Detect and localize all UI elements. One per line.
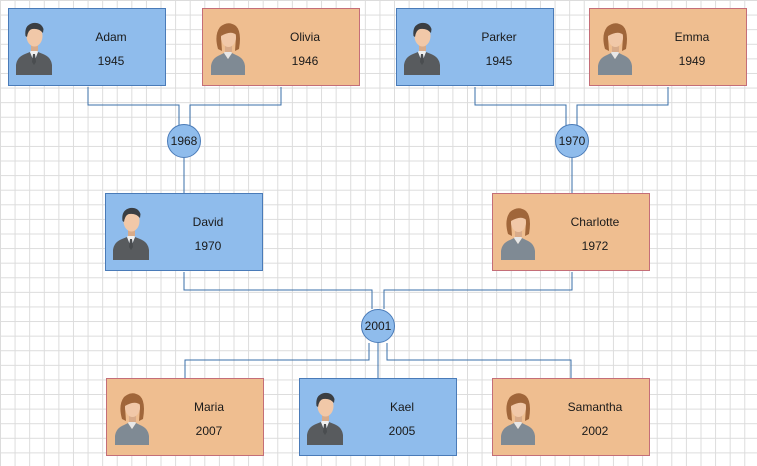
connector-emma-union-1970: [576, 87, 669, 126]
woman-avatar-icon: [501, 393, 535, 445]
person-name: Kael: [389, 400, 415, 414]
person-card-emma[interactable]: Emma 1949: [589, 8, 747, 86]
connector-olivia-union-1968: [189, 87, 282, 126]
woman-avatar-icon: [598, 23, 632, 75]
woman-avatar-icon: [211, 23, 245, 75]
person-birth-year: 1970: [194, 239, 222, 253]
union-year: 1970: [558, 134, 586, 148]
person-name: Charlotte: [570, 215, 620, 229]
person-birth-year: 1972: [581, 239, 609, 253]
person-birth-year: 1945: [97, 54, 125, 68]
union-node-2001[interactable]: 2001: [361, 309, 395, 343]
person-name: Emma: [674, 30, 710, 44]
union-node-1968[interactable]: 1968: [167, 124, 201, 158]
man-avatar-icon: [113, 207, 149, 260]
person-name: Adam: [95, 30, 127, 44]
union-node-1970[interactable]: 1970: [555, 124, 589, 158]
person-name: Samantha: [567, 400, 623, 414]
connector-charlotte-union-2001: [383, 272, 573, 309]
person-birth-year: 2005: [388, 424, 416, 438]
woman-avatar-icon: [115, 393, 149, 445]
person-card-parker[interactable]: Parker 1945: [396, 8, 554, 86]
connector-adam-union-1968: [87, 87, 180, 126]
connector-union-2001-samantha: [386, 343, 572, 378]
person-name: David: [192, 215, 224, 229]
person-birth-year: 1949: [678, 54, 706, 68]
person-birth-year: 1946: [291, 54, 319, 68]
person-name: Maria: [193, 400, 224, 414]
person-name: Parker: [481, 30, 517, 44]
person-card-charlotte[interactable]: Charlotte 1972: [492, 193, 650, 271]
person-card-kael[interactable]: Kael 2005: [299, 378, 457, 456]
person-card-olivia[interactable]: Olivia 1946: [202, 8, 360, 86]
union-year: 2001: [364, 319, 392, 333]
person-birth-year: 2002: [581, 424, 609, 438]
man-avatar-icon: [307, 392, 343, 445]
person-name: Olivia: [289, 30, 320, 44]
man-avatar-icon: [404, 22, 440, 75]
person-card-david[interactable]: David 1970: [105, 193, 263, 271]
person-birth-year: 1945: [485, 54, 513, 68]
person-card-maria[interactable]: Maria 2007: [106, 378, 264, 456]
woman-avatar-icon: [501, 208, 535, 260]
person-card-adam[interactable]: Adam 1945: [8, 8, 166, 86]
connector-union-2001-maria: [184, 343, 370, 378]
union-year: 1968: [170, 134, 198, 148]
connector-david-union-2001: [183, 272, 373, 309]
person-birth-year: 2007: [195, 424, 223, 438]
connector-parker-union-1970: [474, 87, 567, 126]
man-avatar-icon: [16, 22, 52, 75]
person-card-samantha[interactable]: Samantha 2002: [492, 378, 650, 456]
